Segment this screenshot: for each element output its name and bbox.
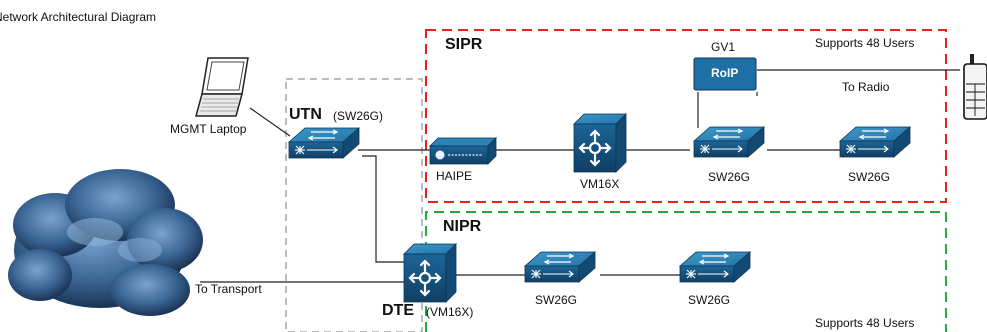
gv1-label: GV1 xyxy=(711,40,736,54)
sipr-switch-1-icon xyxy=(693,126,765,158)
sipr-zone-label: SIPR xyxy=(445,36,483,53)
sipr-zone-border xyxy=(425,29,947,203)
nipr-switch-2-icon xyxy=(679,251,751,283)
nipr-users-label: Supports 48 Users xyxy=(815,316,915,330)
roip-box xyxy=(693,57,757,91)
mgmt-laptop-label: MGMT Laptop xyxy=(170,122,247,136)
haipe-label: HAIPE xyxy=(436,169,473,183)
dte-model-label: (VM16X) xyxy=(426,305,474,319)
diagram-title: Network Architectural Diagram xyxy=(0,10,157,24)
laptop-icon xyxy=(195,57,249,117)
dte-label: DTE xyxy=(382,302,414,319)
utn-zone-border xyxy=(285,78,423,332)
cloud-icon xyxy=(8,169,203,316)
vm16x-router-icon xyxy=(572,112,628,174)
connections xyxy=(200,69,960,283)
radio-icon xyxy=(963,54,987,120)
utn-switch-icon xyxy=(288,127,360,159)
sipr-switch-2-icon xyxy=(839,126,911,158)
haipe-icon xyxy=(429,137,497,165)
sipr-users-label: Supports 48 Users xyxy=(815,36,915,50)
vm16x-label: VM16X xyxy=(580,177,620,191)
dte-router-icon xyxy=(402,242,458,304)
nipr-switch-1-label: SW26G xyxy=(535,293,578,307)
nipr-switch-2-label: SW26G xyxy=(688,293,731,307)
nipr-zone-label: NIPR xyxy=(443,218,482,235)
roip-label: RoIP xyxy=(711,66,739,80)
to-transport-label: To Transport xyxy=(195,282,262,296)
nipr-switch-1-icon xyxy=(524,251,596,283)
utn-model-label: (SW26G) xyxy=(333,109,384,123)
sipr-switch-1-label: SW26G xyxy=(708,170,751,184)
sipr-switch-2-label: SW26G xyxy=(848,170,891,184)
utn-label: UTN xyxy=(289,106,322,123)
to-radio-label: To Radio xyxy=(842,80,890,94)
